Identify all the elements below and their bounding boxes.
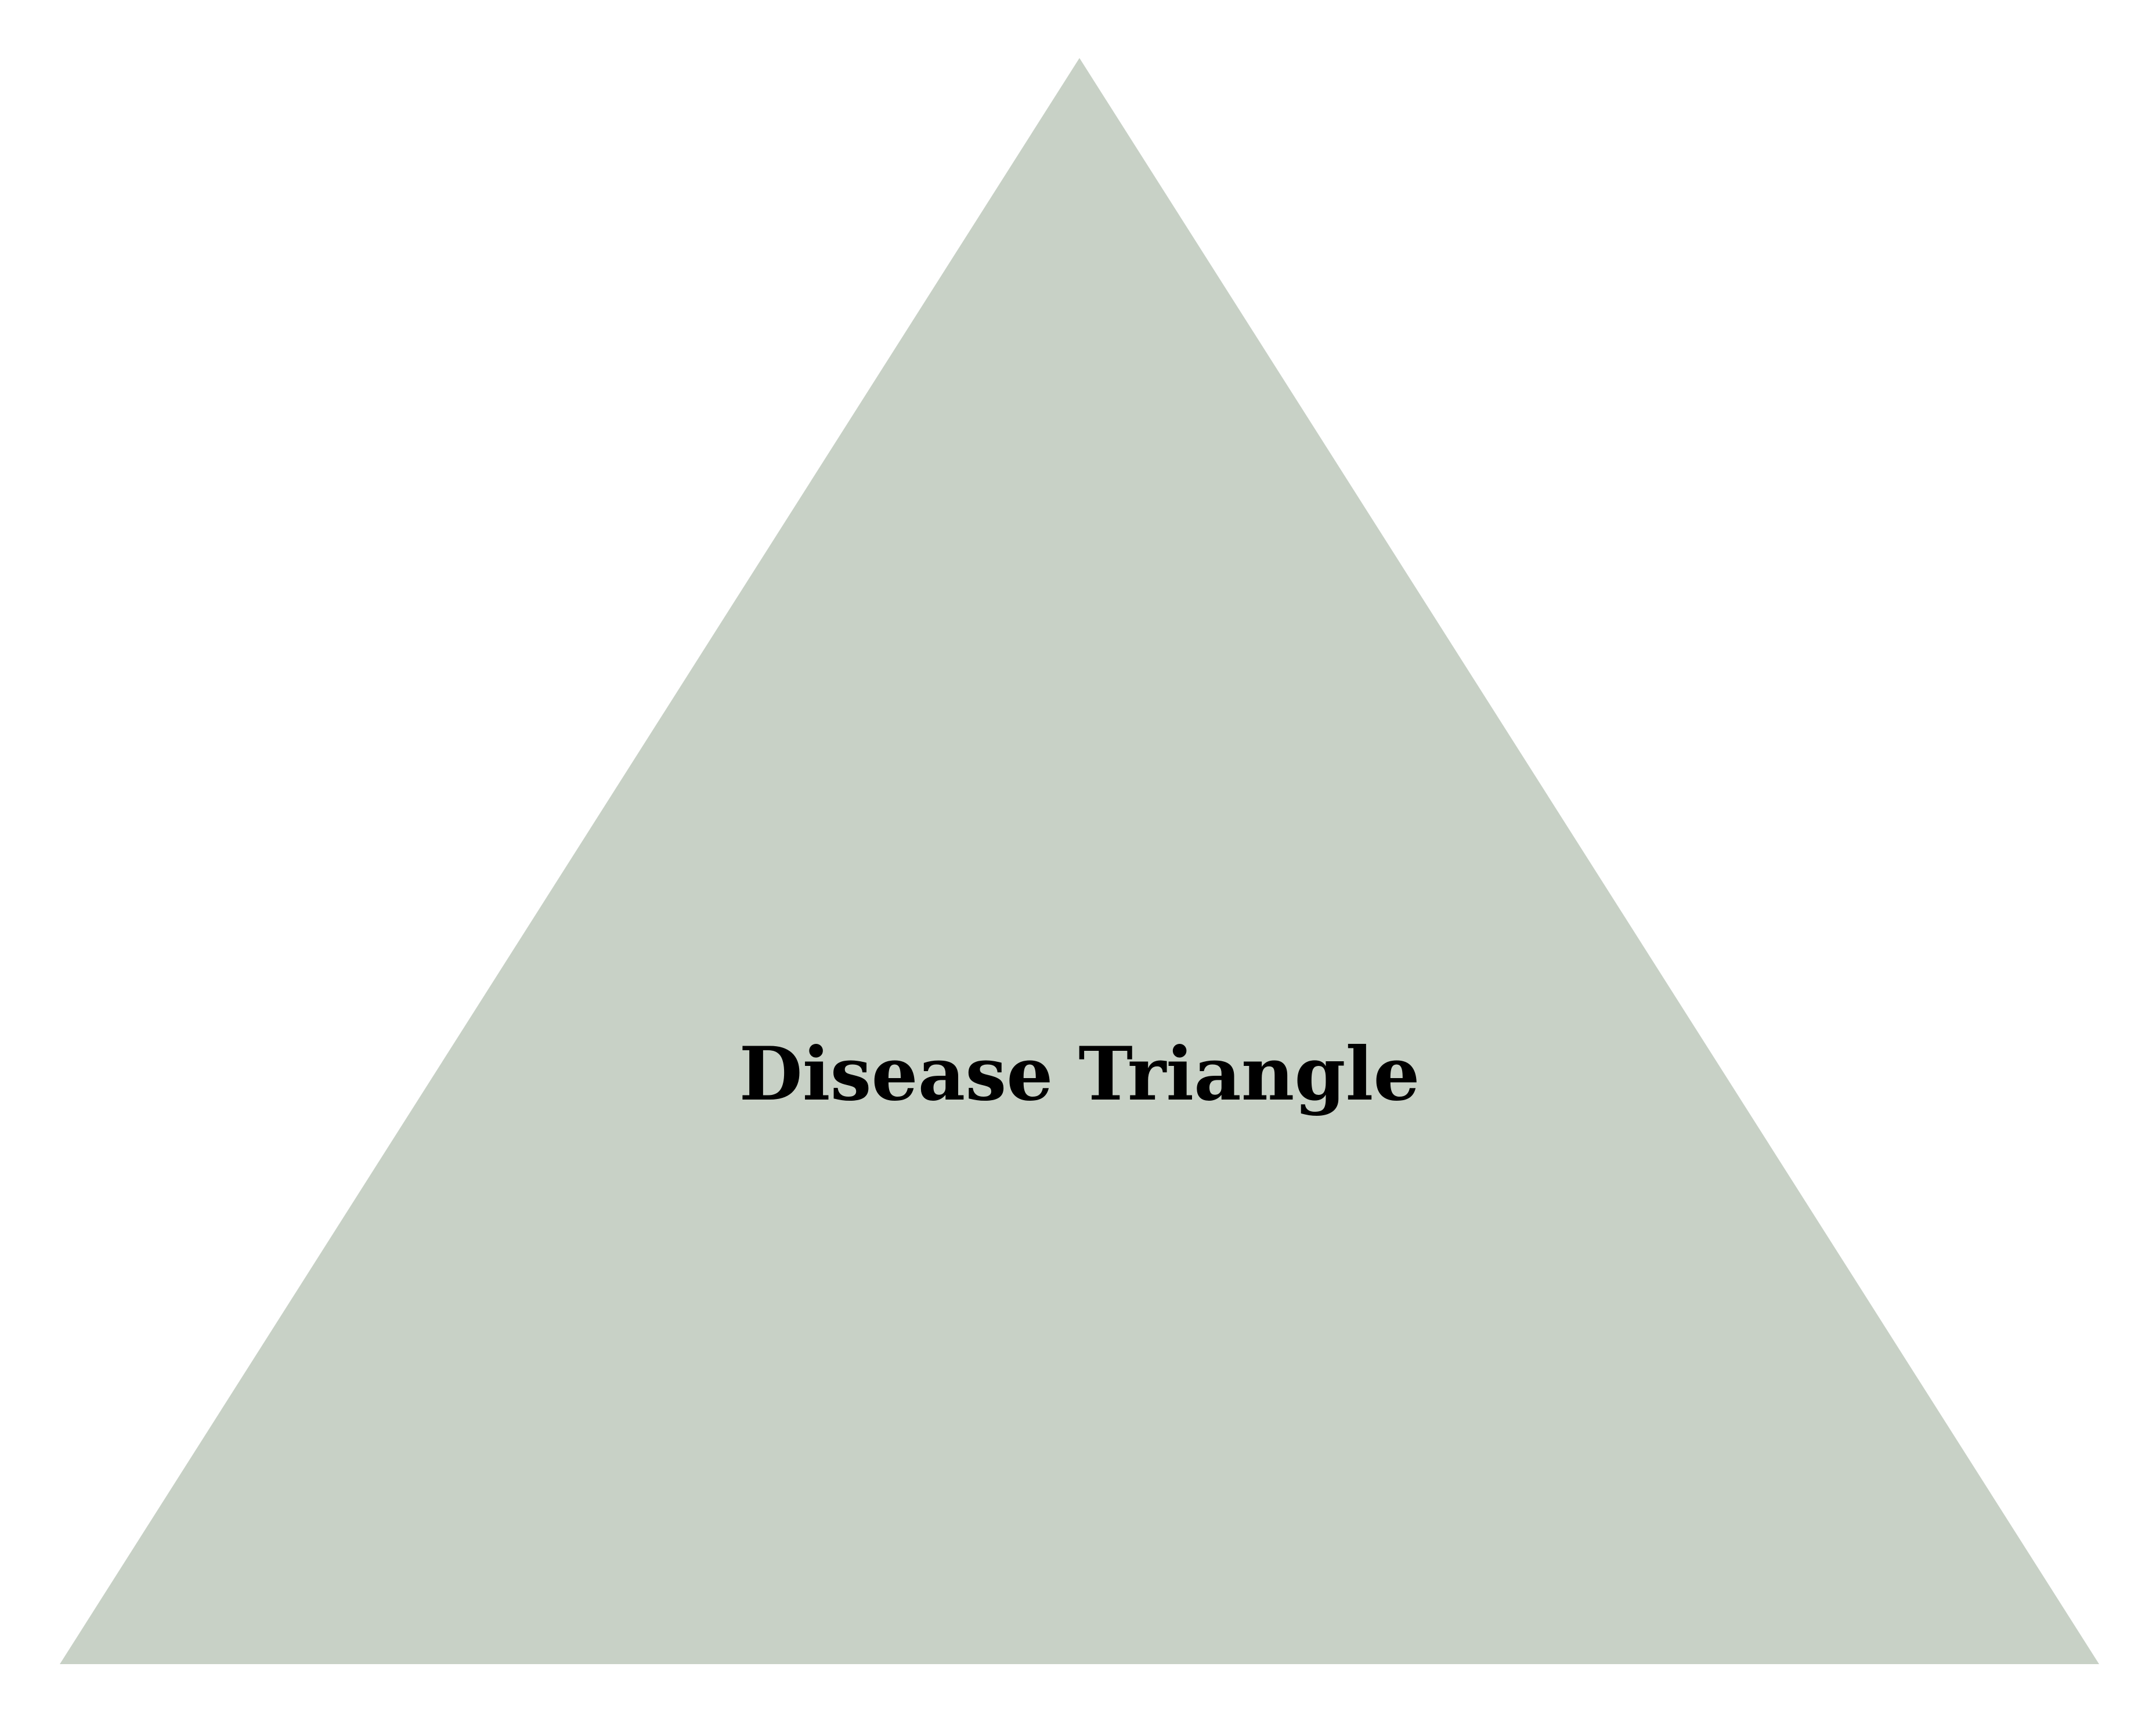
- disease-triangle-label: Disease Triangle: [739, 1031, 1420, 1117]
- disease-triangle-shape: [60, 58, 2099, 1664]
